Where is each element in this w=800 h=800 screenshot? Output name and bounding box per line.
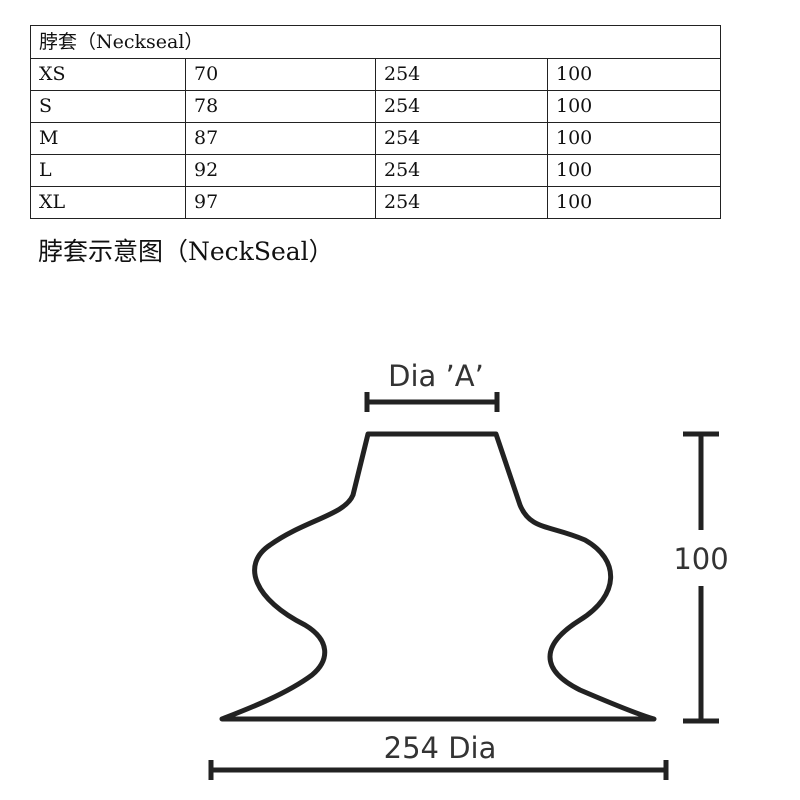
table-row: XL 97 254 100 bbox=[30, 186, 721, 219]
table-row: L 92 254 100 bbox=[30, 154, 721, 187]
table-title: 脖套（Neckseal） bbox=[30, 25, 721, 59]
top-dimension-label: Dia ’A’ bbox=[388, 359, 484, 393]
size-cell: XS bbox=[30, 58, 186, 91]
bottom-dia-cell: 254 bbox=[375, 186, 548, 219]
height-dimension: 100 bbox=[673, 431, 729, 724]
neckseal-shape bbox=[219, 431, 657, 722]
table-row: XS 70 254 100 bbox=[30, 58, 721, 91]
height-cell: 100 bbox=[547, 186, 721, 219]
dia-a-cell: 78 bbox=[185, 90, 376, 123]
neckseal-size-table: 脖套（Neckseal） XS 70 254 100 S 78 254 100 … bbox=[30, 25, 721, 219]
size-cell: XL bbox=[30, 186, 186, 219]
bottom-dia-cell: 254 bbox=[375, 154, 548, 187]
height-dimension-label: 100 bbox=[673, 542, 728, 576]
bottom-dia-cell: 254 bbox=[375, 90, 548, 123]
size-cell: M bbox=[30, 122, 186, 155]
height-cell: 100 bbox=[547, 90, 721, 123]
bottom-dia-cell: 254 bbox=[375, 58, 548, 91]
dia-a-cell: 97 bbox=[185, 186, 376, 219]
diagram-caption: 脖套示意图（NeckSeal） bbox=[38, 237, 334, 266]
bottom-dia-cell: 254 bbox=[375, 122, 548, 155]
table-title-row: 脖套（Neckseal） bbox=[30, 25, 721, 59]
table-row: S 78 254 100 bbox=[30, 90, 721, 123]
top-diameter-dimension: Dia ’A’ bbox=[364, 359, 500, 412]
height-cell: 100 bbox=[547, 154, 721, 187]
neckseal-outline bbox=[219, 431, 657, 722]
bottom-diameter-dimension: 254 Dia bbox=[208, 731, 669, 780]
dia-a-cell: 92 bbox=[185, 154, 376, 187]
height-cell: 100 bbox=[547, 122, 721, 155]
size-cell: L bbox=[30, 154, 186, 187]
table-row: M 87 254 100 bbox=[30, 122, 721, 155]
dia-a-cell: 87 bbox=[185, 122, 376, 155]
bottom-dimension-label: 254 Dia bbox=[384, 731, 497, 765]
height-cell: 100 bbox=[547, 58, 721, 91]
